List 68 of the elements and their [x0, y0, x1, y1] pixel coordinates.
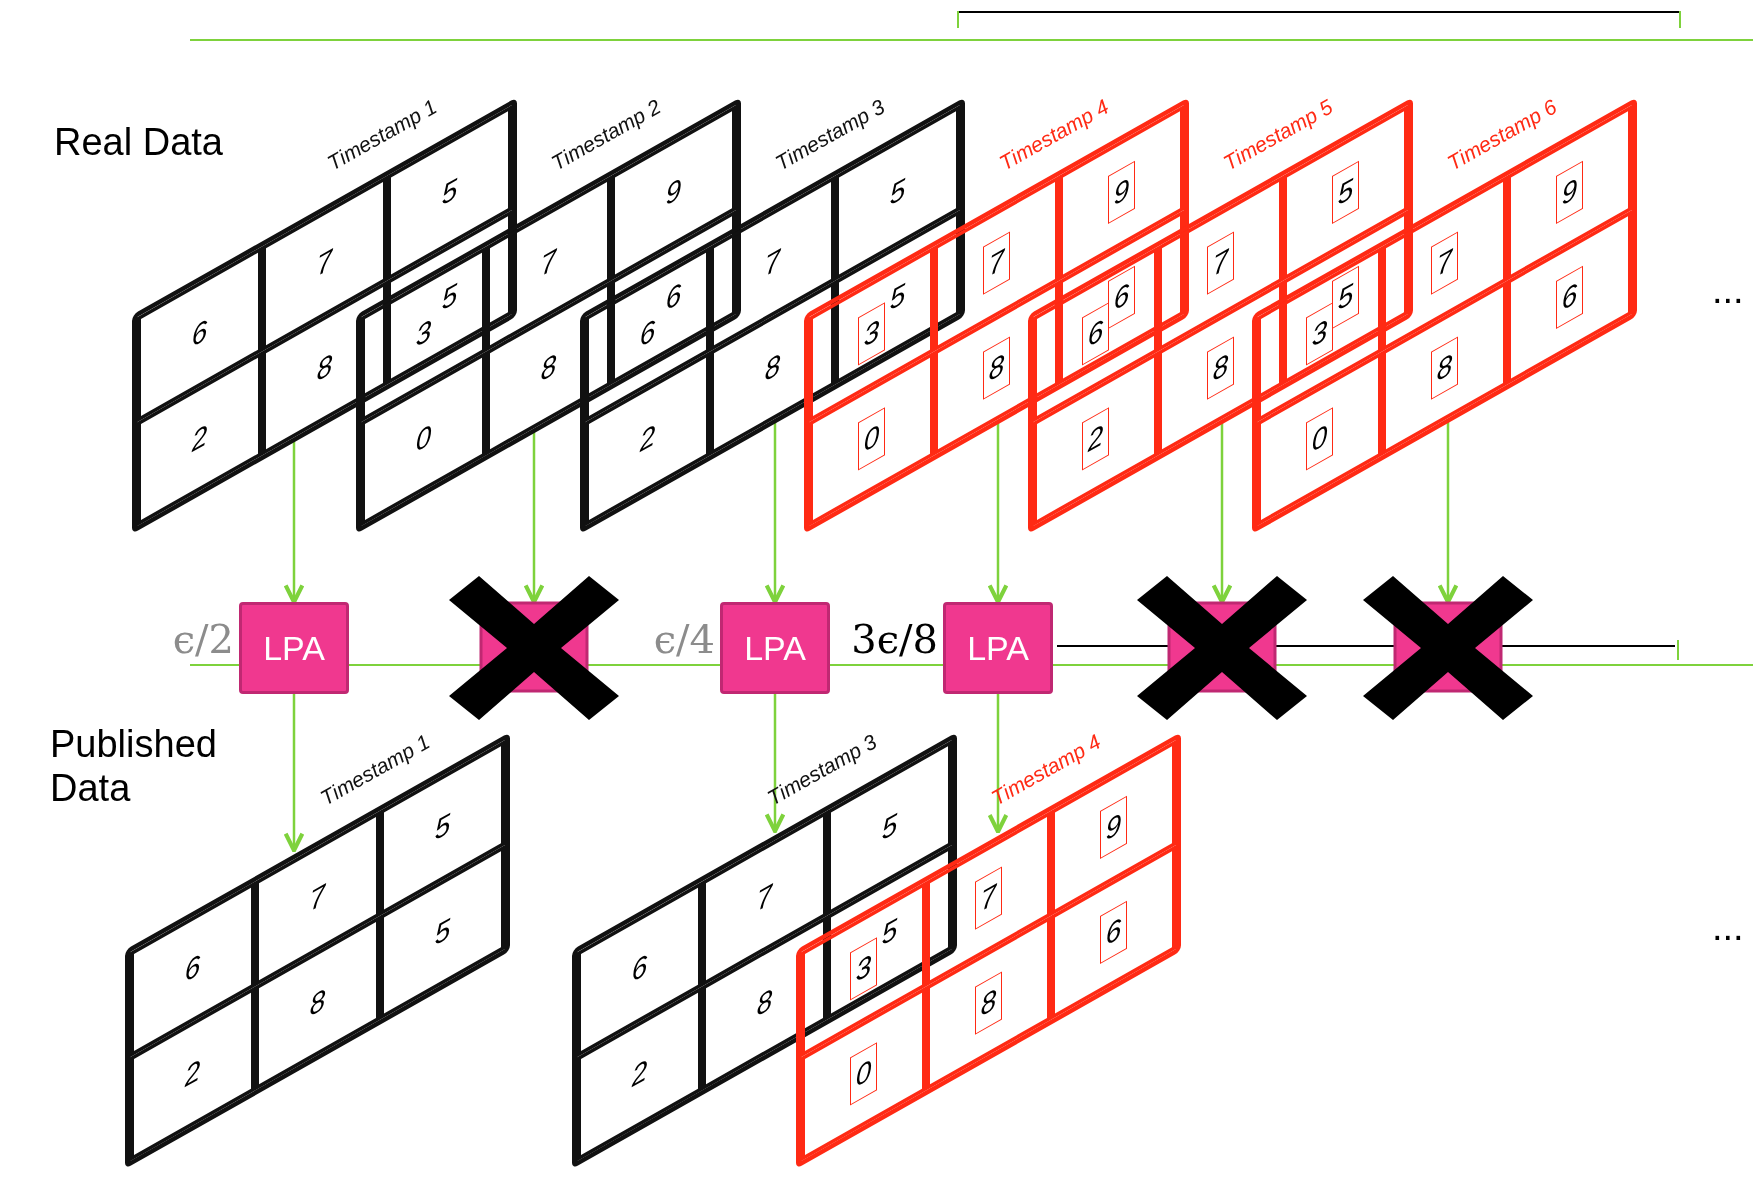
cell-value: 7	[982, 231, 1011, 296]
cell-value: 3	[1305, 302, 1334, 366]
privacy-budget-label: 3ϵ/8	[851, 619, 938, 659]
cell-value: 6	[191, 312, 208, 356]
cell-value: 5	[434, 910, 451, 954]
cell-value: 5	[889, 275, 906, 319]
process-name: LPA	[744, 631, 806, 665]
cell-value: 7	[1206, 231, 1235, 296]
cell-value: 2	[639, 417, 656, 460]
cell-value: 6	[1081, 302, 1110, 366]
continuation-dots: ...	[1712, 268, 1745, 312]
cell-value: 7	[316, 241, 333, 285]
cell-value: 7	[756, 876, 773, 920]
crossed-out-box-drawing	[1363, 576, 1533, 720]
cell-value: 9	[1555, 160, 1584, 225]
cell-value: 7	[974, 866, 1003, 931]
cell-value: 9	[1107, 160, 1136, 225]
cell-value: 5	[441, 171, 458, 215]
arrow	[283, 694, 305, 853]
cell-value: 9	[665, 171, 682, 215]
cell-value: 6	[1555, 265, 1584, 329]
cell-value: 8	[1430, 336, 1459, 400]
cell-value: 5	[889, 171, 906, 215]
privacy-budget-label: ϵ/4	[653, 619, 715, 659]
process-name: LPA	[263, 631, 325, 665]
cell-value: 0	[415, 417, 432, 460]
process-name: LPA	[967, 631, 1029, 665]
cell-value: 5	[881, 806, 898, 850]
cell-value: 8	[974, 971, 1003, 1035]
privacy-budget-label: ϵ/2	[172, 619, 234, 659]
cell-value: 9	[1099, 795, 1128, 860]
cell-value: 2	[184, 1052, 201, 1095]
cell-value: 3	[857, 302, 886, 366]
cell-value: 6	[631, 947, 648, 991]
cell-value: 5	[1331, 160, 1360, 225]
crossed-out-box-drawing	[1137, 576, 1307, 720]
cell-value: 7	[540, 241, 557, 285]
cell-value: 6	[184, 947, 201, 991]
cell-value: 7	[764, 241, 781, 285]
continuation-dots: ...	[1712, 905, 1745, 949]
cell-value: 6	[1099, 900, 1128, 964]
cell-value: 0	[857, 406, 886, 471]
cell-value: 3	[415, 312, 432, 356]
cell-value: 3	[849, 937, 878, 1001]
cell-value: 8	[1206, 336, 1235, 400]
cell-value: 7	[1430, 231, 1459, 296]
cell-value: 7	[309, 876, 326, 920]
cell-value: 5	[434, 806, 451, 850]
arrow	[764, 694, 786, 834]
cell-value: 8	[756, 981, 773, 1025]
cell-value: 0	[849, 1041, 878, 1106]
cell-value: 5	[881, 910, 898, 954]
cell-value: 8	[764, 346, 781, 390]
arrow	[987, 694, 1009, 834]
cell-value: 8	[540, 346, 557, 390]
cell-value: 5	[441, 275, 458, 319]
cell-value: 2	[631, 1052, 648, 1095]
cell-value: 6	[665, 275, 682, 319]
cell-value: 2	[191, 417, 208, 460]
cell-value: 0	[1305, 406, 1334, 471]
cell-value: 8	[309, 981, 326, 1025]
cell-value: 8	[982, 336, 1011, 400]
row-heading: Real Data	[54, 120, 224, 164]
cell-value: 8	[316, 346, 333, 390]
row-heading: Published Data	[50, 722, 218, 810]
cell-value: 6	[639, 312, 656, 356]
cell-value: 2	[1081, 406, 1110, 471]
crossed-out-box-drawing	[449, 576, 619, 720]
